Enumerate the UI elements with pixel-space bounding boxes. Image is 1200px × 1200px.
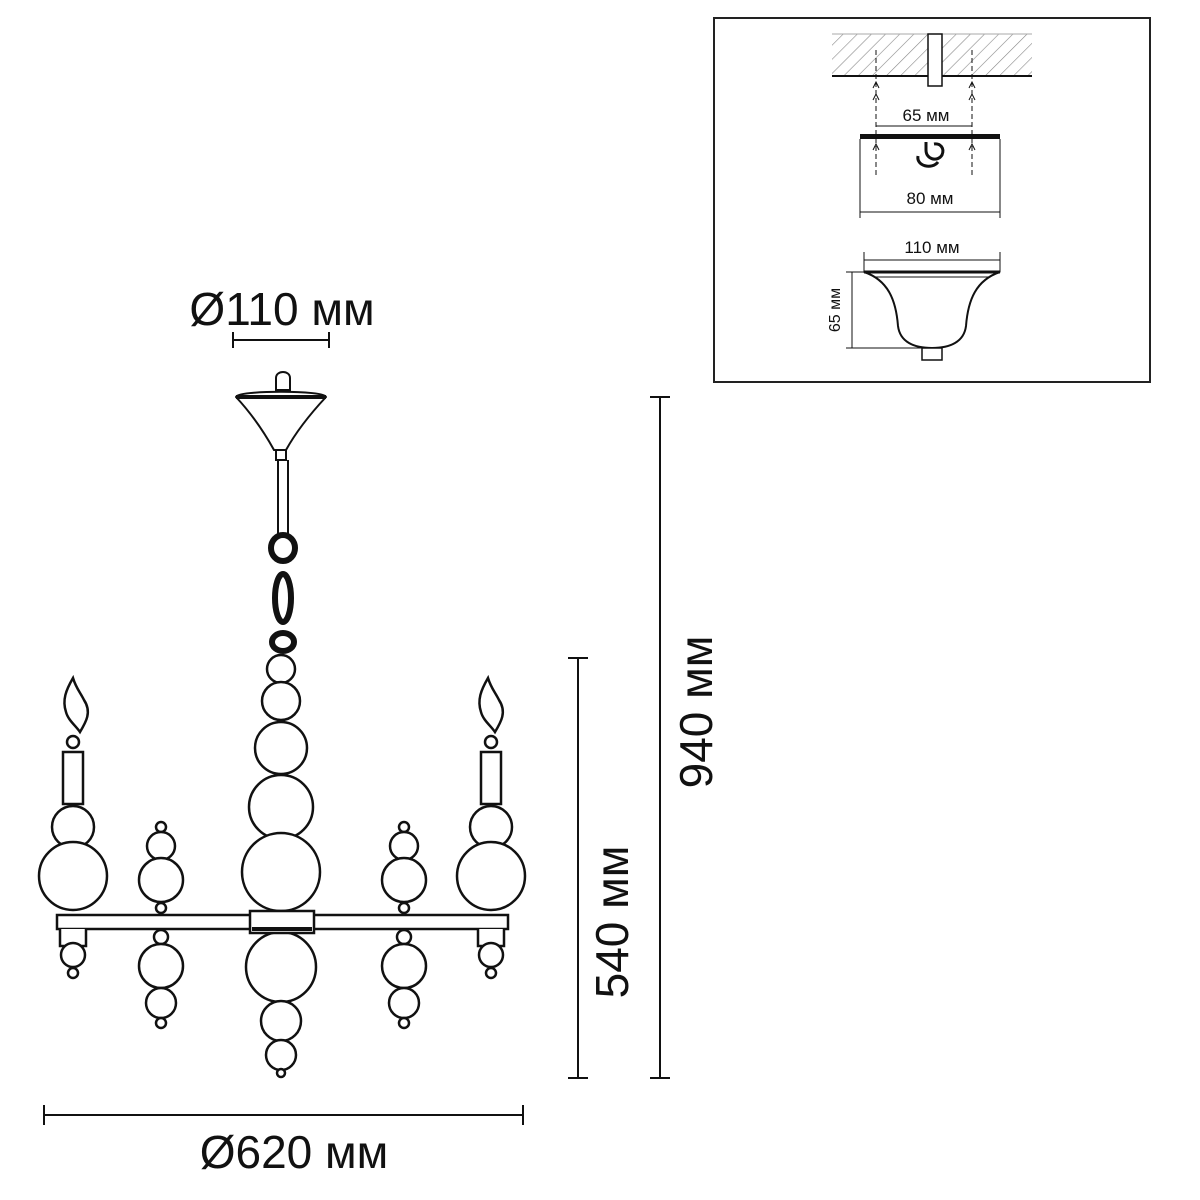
chain-links (268, 532, 298, 654)
chandelier-drawing (37, 371, 527, 1079)
canopy-diameter-label: Ø110 мм (189, 283, 374, 335)
hook-icon (924, 142, 945, 161)
right-candle-arm (455, 674, 527, 980)
screw-spacing-label: 65 мм (902, 106, 949, 125)
overall-diameter-label: Ø620 мм (200, 1126, 389, 1178)
mounting-detail-inset: 65 мм 80 мм 110 мм 65 мм (713, 17, 1151, 383)
main-dimensions (43, 332, 670, 1125)
horizontal-arm (55, 909, 510, 935)
center-ball-column (240, 653, 322, 1079)
plate-width-label: 80 мм (906, 189, 953, 208)
cup-width-label: 110 мм (904, 238, 959, 257)
canopy-cup (863, 270, 1001, 361)
left-candle-arm (37, 674, 109, 980)
body-height-label: 540 мм (586, 846, 638, 999)
suspension-rod (275, 449, 289, 535)
ceiling-stud (927, 33, 943, 87)
chandelier-canopy (234, 371, 328, 451)
inner-left-pendant (137, 820, 185, 1030)
inset-frame (713, 17, 1151, 383)
anchor-screws (872, 50, 976, 176)
cup-height-label: 65 мм (827, 288, 844, 332)
total-height-label: 940 мм (670, 636, 722, 789)
inner-right-pendant (380, 820, 428, 1030)
mounting-plate (860, 134, 1000, 168)
ceiling-slab (832, 33, 1032, 87)
